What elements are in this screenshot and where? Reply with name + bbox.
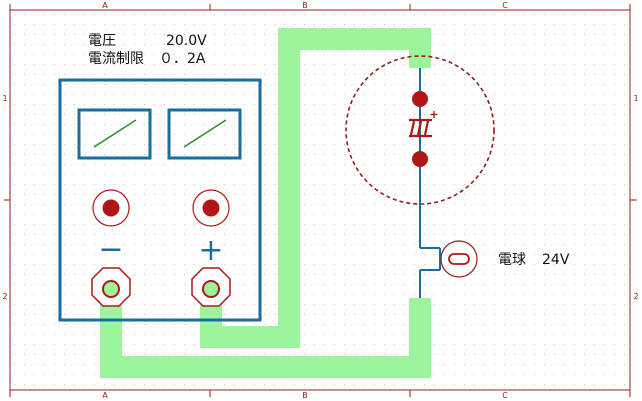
- lamp-bulb-icon[interactable]: [440, 240, 478, 278]
- row-label-2-right: 2: [633, 292, 638, 301]
- capacitor-terminal-top[interactable]: [412, 91, 428, 107]
- power-supply: − +: [58, 78, 262, 322]
- current-knob[interactable]: [192, 189, 230, 227]
- wire-cap-feed: [409, 28, 431, 68]
- lamp-filament-icon: [448, 253, 470, 265]
- voltmeter: [77, 108, 152, 160]
- lamp-label: 電球: [498, 252, 526, 268]
- current-limit-value: ０．2A: [159, 51, 206, 67]
- column-label-b-bottom: B: [302, 391, 308, 400]
- capacitor-icon: [409, 111, 438, 138]
- column-label-c-bottom: C: [502, 391, 508, 400]
- capacitor-terminal-bottom[interactable]: [412, 151, 428, 167]
- capacitor-assembly: [345, 55, 495, 248]
- voltage-label: 電圧: [88, 33, 116, 49]
- capacitor-highlight-circle: [345, 55, 495, 205]
- row-label-1-left: 1: [2, 94, 7, 103]
- voltage-value: 20.0V: [166, 33, 207, 49]
- lamp-rating: 24V: [542, 252, 570, 268]
- minus-output-terminal[interactable]: [91, 267, 131, 307]
- row-label-2-left: 2: [2, 292, 7, 301]
- wire-bottom: [100, 356, 431, 378]
- column-label-a-top: A: [102, 1, 108, 10]
- wire-top: [278, 28, 430, 50]
- current-limit-label: 電流制限: [88, 51, 144, 67]
- plus-sign: +: [198, 233, 223, 268]
- row-label-1-right: 1: [633, 94, 638, 103]
- voltage-knob[interactable]: [92, 189, 130, 227]
- wire-plus-up: [278, 28, 300, 348]
- wire-plus-across: [200, 326, 300, 348]
- column-label-a-bottom: A: [102, 391, 108, 400]
- lamp: [419, 240, 478, 298]
- minus-sign: −: [98, 232, 123, 267]
- power-supply-case: [58, 78, 262, 322]
- column-label-b-top: B: [302, 1, 308, 10]
- drawing-frame: [4, 4, 637, 397]
- wire-lamp-return: [409, 298, 431, 378]
- ammeter: [167, 108, 242, 160]
- column-label-c-top: C: [502, 1, 508, 10]
- plus-output-terminal[interactable]: [191, 267, 231, 307]
- wire-minus-down: [100, 288, 122, 378]
